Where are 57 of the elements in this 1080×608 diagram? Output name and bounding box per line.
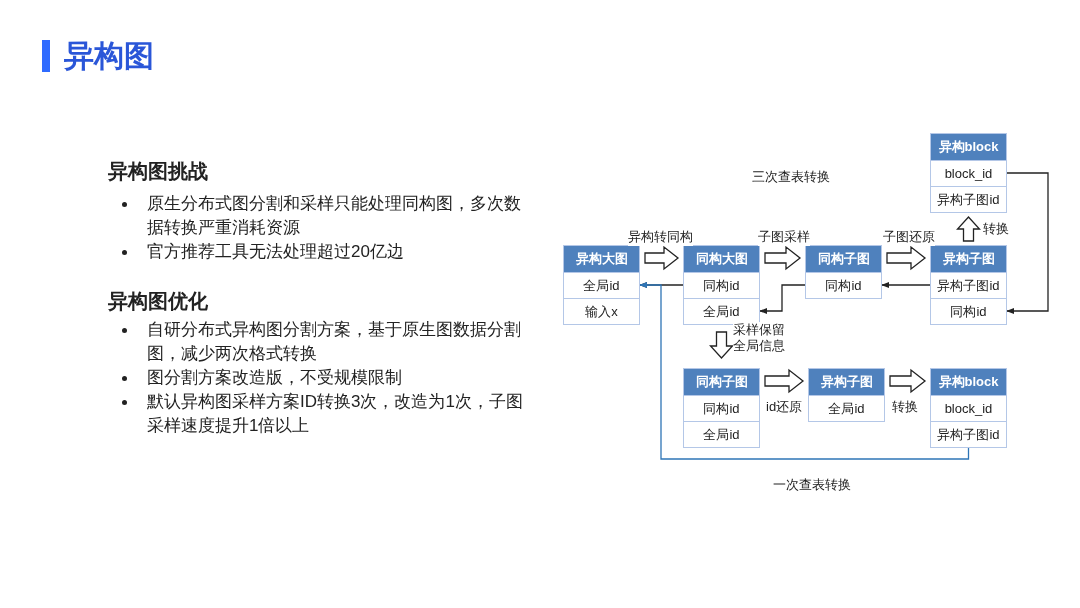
table-row: block_id (931, 395, 1006, 421)
block-arrow (764, 245, 802, 271)
table-row: 同构id (806, 272, 881, 298)
note-text: 一次查表转换 (773, 476, 851, 494)
edge-label: 转换 (983, 220, 1009, 238)
table-header: 异构子图 (809, 369, 884, 395)
edge-label: 子图采样 (758, 228, 810, 246)
table-header: 同构大图 (684, 246, 759, 272)
bullet-text: 默认异构图采样方案ID转换3次，改造为1次，子图采样速度提升1倍以上 (147, 391, 524, 437)
section-heading: 异构图挑战 (108, 159, 208, 184)
edge-label: 采样保留全局信息 (733, 322, 787, 354)
bullet-text: 原生分布式图分割和采样只能处理同构图，多次数据转换严重消耗资源 (147, 193, 522, 239)
table-card (805, 245, 882, 299)
connector-line (1005, 172, 1049, 315)
table-header: 异构block (931, 369, 1006, 395)
section-heading: 异构图优化 (108, 289, 208, 314)
table-card (930, 368, 1007, 448)
bullet-text: 官方推荐工具无法处理超过20亿边 (147, 241, 405, 263)
edge-label: 异构转同构 (627, 228, 693, 246)
bullet-text: 自研分布式异构图分割方案，基于原生图数据分割图，减少两次格式转换 (147, 319, 522, 365)
table-card (930, 245, 1007, 325)
title: 异构图 (64, 38, 154, 74)
table-header: 异构子图 (931, 246, 1006, 272)
block-arrow (644, 245, 680, 271)
table-row: 异构子图id (931, 186, 1006, 212)
block-arrow (889, 368, 927, 394)
table-header: 异构大图 (564, 246, 639, 272)
table-card (683, 245, 760, 325)
table-row: 异构子图id (931, 272, 1006, 298)
block-arrow (886, 245, 927, 271)
connector-line (759, 284, 807, 315)
table-row: 同构id (931, 298, 1006, 324)
table-row: 同构id (684, 272, 759, 298)
connector-line (639, 281, 970, 460)
block-arrow (709, 331, 734, 359)
table-header: 异构block (931, 134, 1006, 160)
table-header: 同构子图 (684, 369, 759, 395)
table-header: 同构子图 (806, 246, 881, 272)
table-row: 全局id (564, 272, 639, 298)
table-card (808, 368, 885, 422)
block-arrow (956, 216, 981, 242)
table-row: block_id (931, 160, 1006, 186)
edge-label: 转换 (892, 398, 918, 416)
table-card (930, 133, 1007, 213)
table-row: 同构id (684, 395, 759, 421)
table-row: 输入x (564, 298, 639, 324)
table-card (563, 245, 640, 325)
bullet-text: 图分割方案改造版，不受规模限制 (147, 367, 403, 389)
edge-label: id还原 (766, 398, 803, 416)
table-row: 全局id (809, 395, 884, 421)
table-card (683, 368, 760, 448)
table-row: 异构子图id (931, 421, 1006, 447)
note-text: 三次查表转换 (752, 168, 830, 186)
connector-line (881, 281, 932, 289)
block-arrow (764, 368, 805, 394)
edge-label: 子图还原 (883, 228, 935, 246)
table-row: 全局id (684, 421, 759, 447)
